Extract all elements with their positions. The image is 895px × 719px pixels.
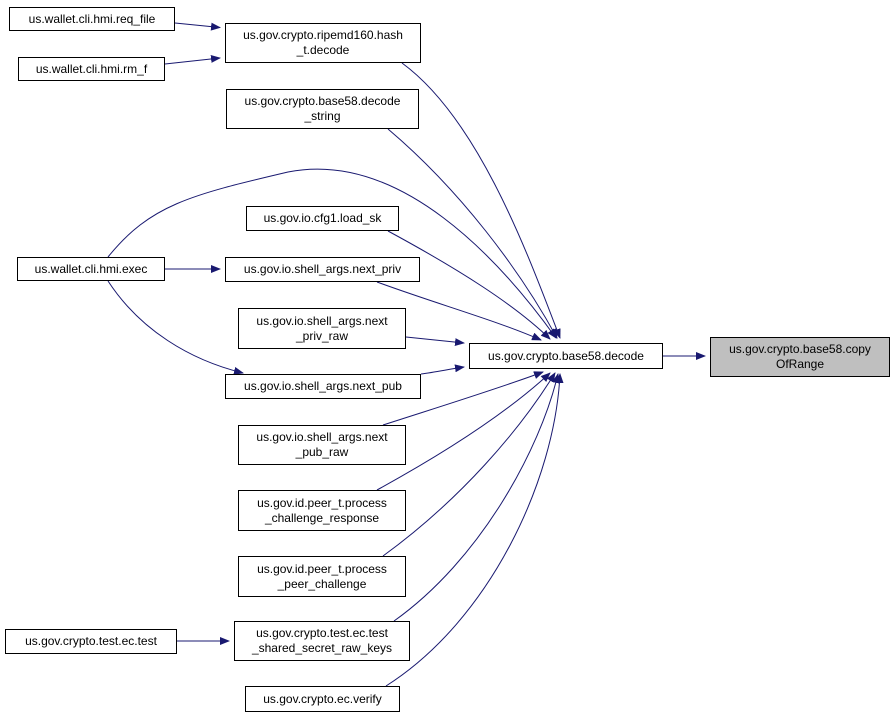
node-label-line1: us.gov.crypto.test.ec.test [25, 634, 157, 648]
node-wallet-rm-f[interactable]: us.wallet.cli.hmi.rm_f [18, 57, 165, 81]
edge-test_shared_secret-to-base58_decode [393, 373, 560, 622]
node-cfg1-load-sk[interactable]: us.gov.io.cfg1.load_sk [246, 206, 399, 231]
node-label-line2: _pub_raw [295, 445, 349, 459]
node-label-line2: _t.decode [296, 43, 350, 57]
node-label-line1: us.gov.io.cfg1.load_sk [263, 211, 382, 225]
node-ripemd160-decode[interactable]: us.gov.crypto.ripemd160.hash _t.decode [225, 23, 421, 63]
node-peer-process-peer-challenge[interactable]: us.gov.id.peer_t.process _peer_challenge [238, 556, 406, 597]
edge-next_priv_raw-to-base58_decode [405, 336, 465, 347]
edge-load_sk-to-base58_decode [387, 230, 551, 340]
node-crypto-ec-verify[interactable]: us.gov.crypto.ec.verify [245, 686, 400, 712]
edge-next_priv-to-base58_decode [376, 281, 542, 341]
node-base58-copy-of-range: us.gov.crypto.base58.copy OfRange [710, 337, 890, 377]
edge-ec_verify-to-base58_decode [385, 373, 564, 687]
node-label-line1: us.gov.io.shell_args.next_priv [243, 262, 402, 276]
node-label-line1: us.wallet.cli.hmi.rm_f [35, 61, 148, 76]
edge-exec-to-next_pub [107, 280, 244, 375]
node-wallet-exec[interactable]: us.wallet.cli.hmi.exec [17, 257, 165, 281]
node-label-line1: us.gov.id.peer_t.process [257, 495, 387, 510]
edge-next_pub_raw-to-base58_decode [382, 371, 544, 426]
node-label-line2: _shared_secret_raw_keys [251, 641, 393, 655]
node-shell-args-next-priv-raw[interactable]: us.gov.io.shell_args.next _priv_raw [238, 308, 406, 349]
node-label-line1: us.gov.crypto.ec.verify [263, 691, 382, 706]
node-label-line1: us.gov.crypto.ripemd160.hash [243, 28, 403, 42]
node-label-line1: us.wallet.cli.hmi.req_file [28, 11, 156, 26]
node-peer-process-challenge-response[interactable]: us.gov.id.peer_t.process _challenge_resp… [238, 490, 406, 531]
edge-process_challenge_response-to-base58_decode [376, 372, 551, 491]
node-shell-args-next-priv[interactable]: us.gov.io.shell_args.next_priv [225, 257, 420, 282]
node-label-line1: us.gov.crypto.base58.decode [488, 348, 644, 363]
node-label-line1: us.gov.crypto.base58.copy [729, 342, 871, 356]
node-label-line2: _string [304, 109, 341, 123]
edge-rm_f-to-ripemd_decode [164, 54, 221, 65]
node-shell-args-next-pub[interactable]: us.gov.io.shell_args.next_pub [225, 374, 421, 399]
edge-next_pub-to-base58_decode [420, 364, 465, 375]
edge-ripemd_decode-to-base58_decode [401, 62, 561, 339]
node-base58-decode-string[interactable]: us.gov.crypto.base58.decode _string [226, 89, 419, 129]
node-crypto-ec-test[interactable]: us.gov.crypto.test.ec.test [5, 629, 177, 654]
node-label-line1: us.gov.io.shell_args.next_pub [244, 379, 402, 393]
node-label-line2: OfRange [775, 357, 825, 371]
edge-process_peer_challenge-to-base58_decode [382, 372, 556, 557]
node-label-line2: _peer_challenge [277, 576, 367, 591]
node-label-line1: us.gov.io.shell_args.next [256, 313, 388, 328]
edge-exec-to-base58_decode [107, 168, 557, 339]
edge-decode_string-to-base58_decode [387, 128, 558, 339]
node-base58-decode[interactable]: us.gov.crypto.base58.decode [469, 343, 663, 369]
node-label-line1: us.wallet.cli.hmi.exec [34, 261, 148, 276]
node-shell-args-next-pub-raw[interactable]: us.gov.io.shell_args.next _pub_raw [238, 425, 406, 465]
node-wallet-req-file[interactable]: us.wallet.cli.hmi.req_file [9, 7, 175, 31]
node-label-line1: us.gov.crypto.test.ec.test [256, 626, 388, 640]
node-label-line1: us.gov.io.shell_args.next [256, 430, 388, 444]
edge-req_file-to-ripemd_decode [174, 22, 221, 31]
node-label-line1: us.gov.crypto.base58.decode [244, 94, 401, 108]
node-ec-test-shared-secret-raw-keys[interactable]: us.gov.crypto.test.ec.test _shared_secre… [234, 621, 410, 661]
node-label-line2: _challenge_response [264, 510, 380, 525]
node-label-line2: _priv_raw [295, 328, 349, 343]
node-label-line1: us.gov.id.peer_t.process [257, 561, 387, 576]
